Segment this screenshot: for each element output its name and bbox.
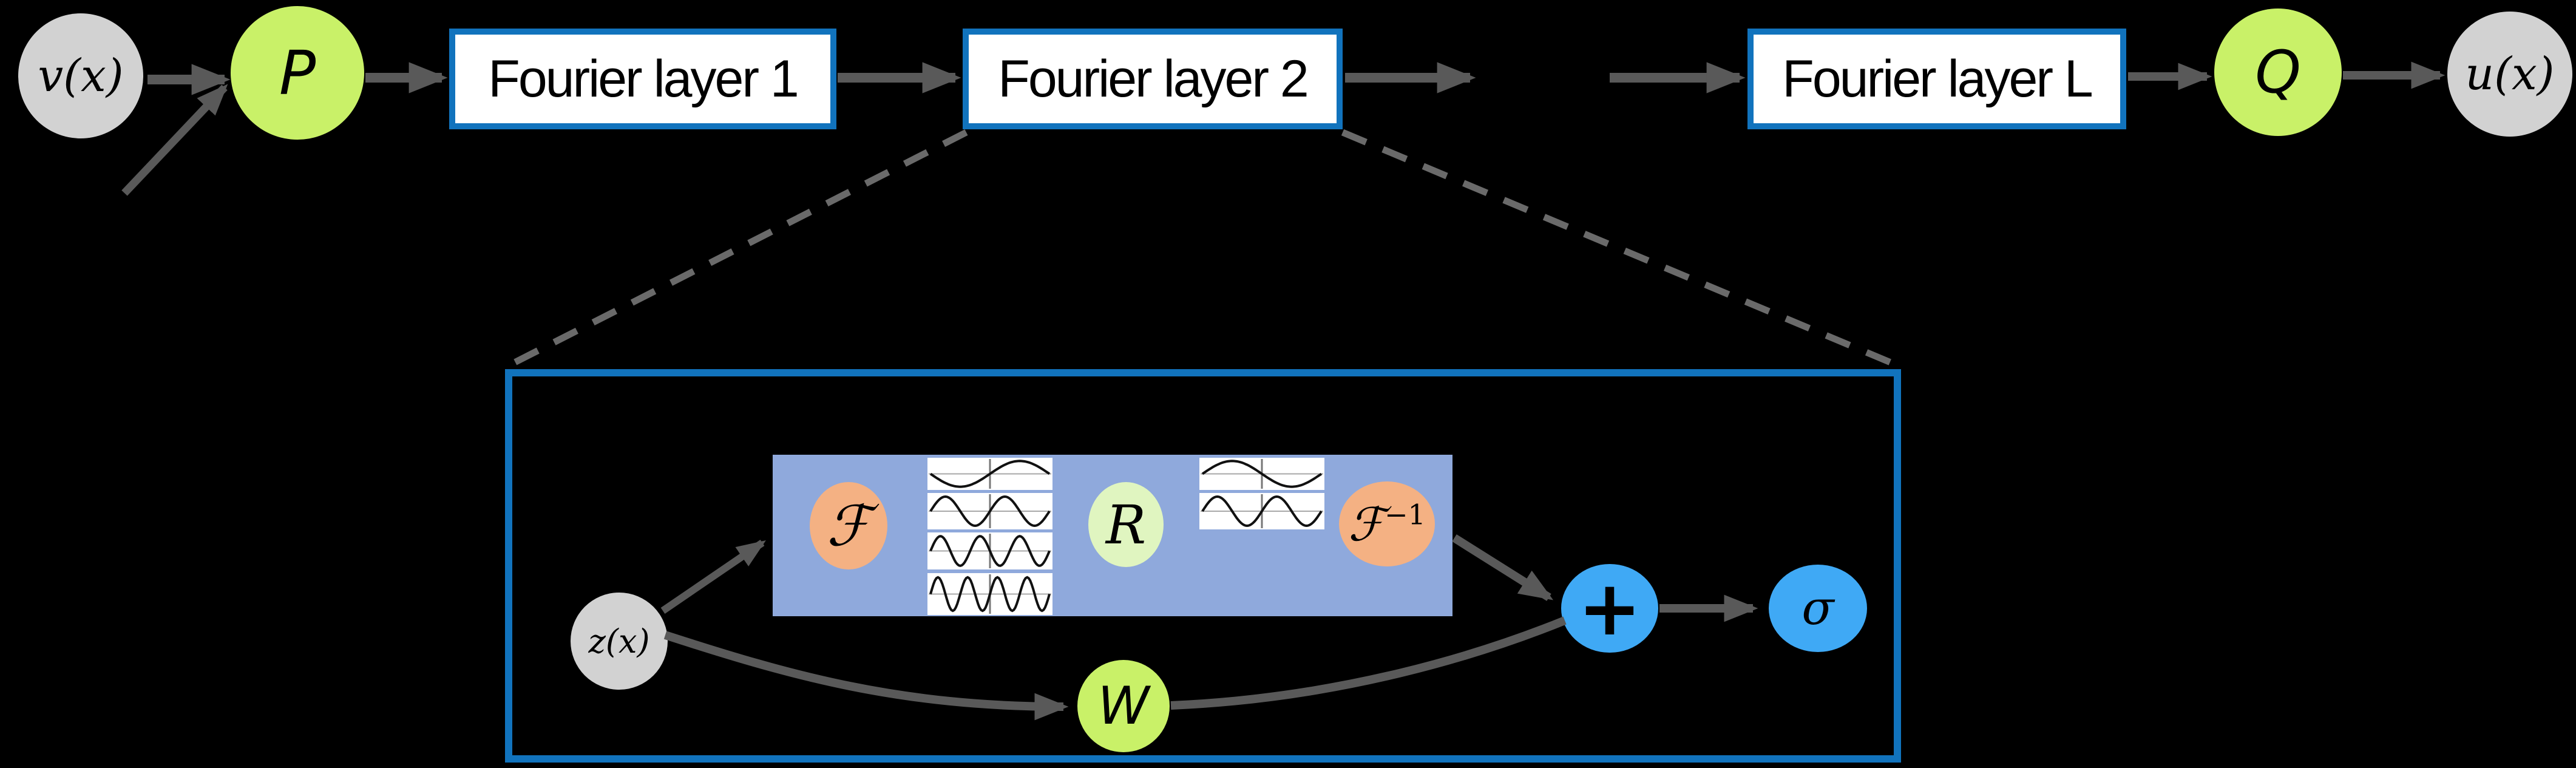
lifting-operator-label: P: [279, 37, 316, 109]
fourier-layer-detail-box: [505, 369, 1901, 763]
fourier-mode-plot: [927, 458, 1052, 490]
projection-operator-label: Q: [2255, 38, 2301, 106]
zoom-guide-left-dashed-line: [509, 129, 968, 367]
layer-input-label: z(x): [588, 622, 650, 661]
sum-label: +: [1578, 564, 1642, 653]
fourier-layer-2-box: Fourier layer 2: [963, 29, 1343, 129]
fourier-layer-L-label: Fourier layer L: [1782, 49, 2093, 108]
layer-input-node: z(x): [571, 593, 668, 690]
input-function-node: v(x): [18, 13, 143, 138]
local-linear-transform-node: W: [1077, 660, 1170, 752]
arrow-diagonal-into-lifting: [121, 84, 228, 196]
fourier-mode-plot: [927, 493, 1052, 529]
fourier-transform-label: ℱ: [826, 493, 871, 559]
spectral-weights-label: R: [1105, 493, 1147, 556]
inverse-fourier-transform-node: ℱ−1: [1339, 481, 1435, 566]
fourier-layer-2-label: Fourier layer 2: [998, 49, 1309, 108]
inverse-fourier-exponent: −1: [1384, 498, 1426, 531]
lifting-operator-node: P: [231, 6, 364, 140]
activation-node: σ: [1769, 565, 1867, 652]
fourier-mode-plot: [927, 532, 1052, 569]
fourier-mode-plot: [1199, 458, 1324, 490]
zoom-guide-right-dashed-line: [1341, 129, 1897, 368]
local-linear-transform-label: W: [1097, 676, 1150, 736]
fourier-layer-1-label: Fourier layer 1: [488, 49, 799, 108]
output-function-label: u(x): [2465, 48, 2555, 100]
fourier-layer-L-box: Fourier layer L: [1747, 29, 2126, 129]
inverse-fourier-base: ℱ: [1348, 497, 1385, 551]
activation-label: σ: [1802, 581, 1834, 636]
fourier-layer-1-box: Fourier layer 1: [449, 29, 836, 129]
projection-operator-node: Q: [2214, 8, 2342, 136]
input-function-label: v(x): [38, 50, 124, 102]
fourier-mode-plot: [927, 573, 1052, 615]
spectral-weights-node: R: [1088, 482, 1164, 567]
output-function-node: u(x): [2447, 12, 2572, 137]
sum-node: +: [1561, 564, 1658, 653]
fourier-mode-plot: [1199, 493, 1324, 529]
inverse-fourier-transform-label: ℱ−1: [1348, 497, 1426, 551]
fourier-transform-node: ℱ: [810, 482, 887, 569]
